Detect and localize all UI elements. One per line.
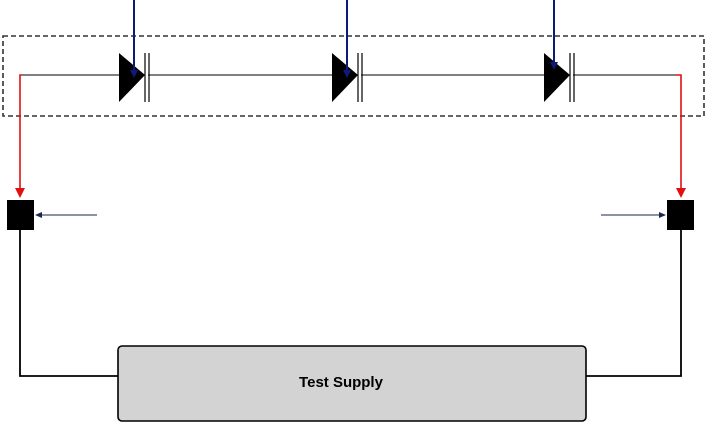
diode-3 [544, 53, 575, 102]
probe-arrows [15, 74, 686, 198]
terminal-right [667, 200, 694, 230]
light-arrows [130, 0, 558, 78]
test-supply-label: Test Supply [299, 374, 384, 391]
test-supply: Test Supply [117, 345, 587, 422]
probe-arrow-right [676, 74, 686, 198]
module-boundary [2, 35, 705, 117]
supply-wire [19, 230, 682, 377]
terminal-left [7, 200, 34, 230]
probe-arrow-left [15, 74, 25, 198]
